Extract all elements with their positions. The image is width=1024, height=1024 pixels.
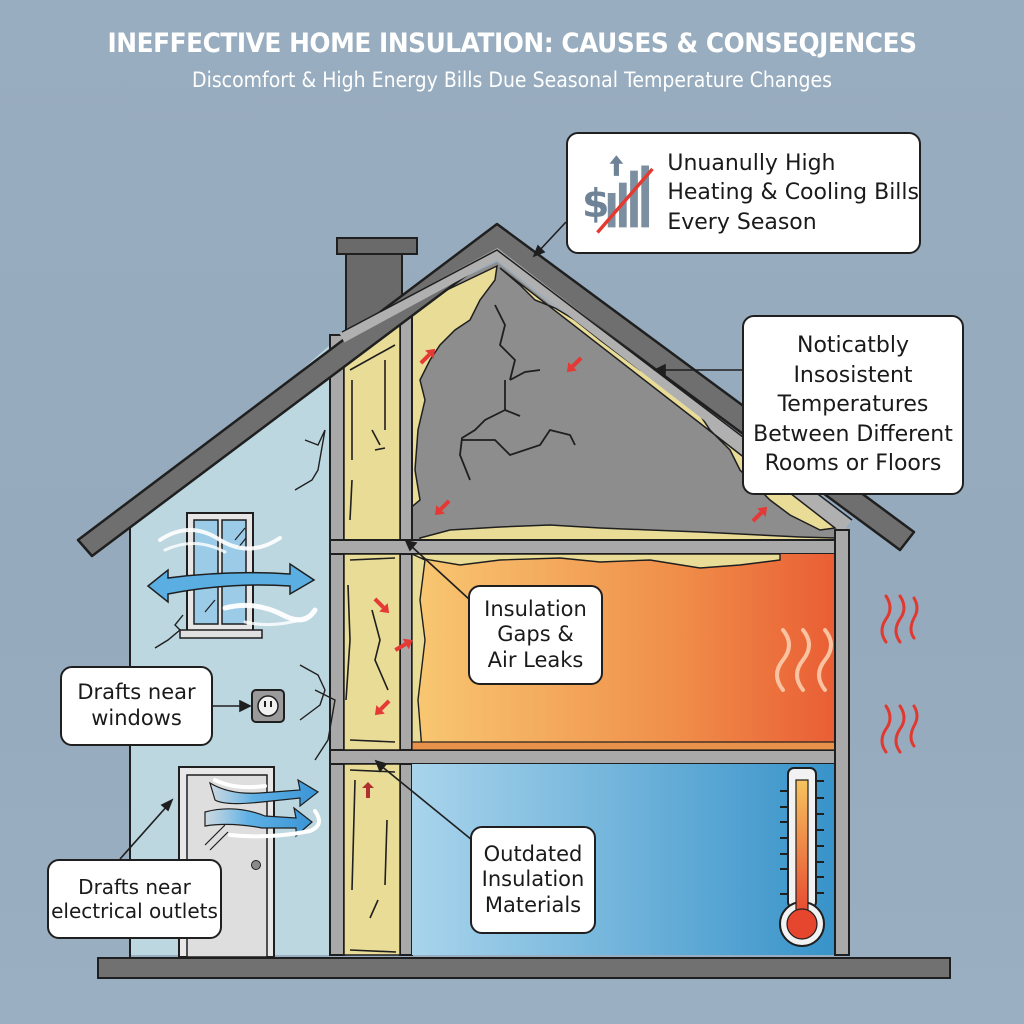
- electrical-outlet-icon: [251, 689, 285, 723]
- heat-wave-icon: [880, 594, 919, 754]
- page-title: INEFFECTIVE HOME INSULATION: CAUSES & CO…: [107, 28, 917, 59]
- callout-inconsistent-temperatures: Noticatbly Insosistent Temperatures Betw…: [742, 315, 964, 495]
- callout-line: Rooms or Floors: [764, 451, 942, 477]
- attic-cracks: [459, 304, 576, 481]
- heat-leak-arrows: [373, 348, 768, 716]
- callout-line: windows: [91, 706, 182, 730]
- callout-line: Noticatbly: [797, 333, 909, 359]
- callout-line: Insulation: [481, 867, 585, 892]
- heat-wave-icon: [775, 628, 833, 692]
- callout-line: Gaps &: [497, 622, 574, 647]
- callout-line: Unuanully High: [667, 151, 836, 177]
- callout-line: Materials: [484, 892, 582, 917]
- callout-outdated-materials: Outdated Insulation Materials: [470, 826, 596, 934]
- callout-drafts-outlets: Drafts near electrical outlets: [47, 859, 222, 939]
- callout-line: Insulation: [484, 596, 587, 621]
- callout-leader-lines: [119, 221, 742, 860]
- thermometer-icon: [779, 767, 825, 947]
- callout-insulation-gaps: Insulation Gaps & Air Leaks: [468, 585, 603, 685]
- air-draft-arrow-icon: [146, 528, 318, 627]
- callout-high-bills: $ Unuanully High Heating & Cooling Bills…: [566, 132, 921, 254]
- callout-drafts-windows: Drafts near windows: [60, 666, 213, 746]
- rising-bills-chart-icon: $: [582, 155, 654, 234]
- callout-line: Temperatures: [777, 392, 929, 418]
- callout-line: Outdated: [483, 841, 583, 866]
- callout-line: Drafts near: [77, 680, 196, 705]
- svg-text:$: $: [582, 181, 610, 227]
- callout-line: Every Season: [667, 209, 817, 235]
- callout-line: Heating & Cooling Bills: [667, 180, 919, 206]
- wall-cracks: [154, 429, 336, 761]
- door-draft-arrows: [204, 778, 321, 839]
- callout-line: electrical outlets: [51, 899, 218, 923]
- foundation: [97, 957, 951, 979]
- red-heat-leak-arrow-icon: [362, 782, 374, 798]
- callout-line: Air Leaks: [487, 647, 584, 672]
- callout-line: Drafts near: [78, 874, 191, 899]
- callout-line: Insosistent: [793, 362, 913, 388]
- roof: [76, 222, 916, 558]
- page-subtitle: Discomfort & High Energy Bills Due Seaso…: [192, 68, 832, 92]
- callout-line: Between Different: [753, 421, 953, 447]
